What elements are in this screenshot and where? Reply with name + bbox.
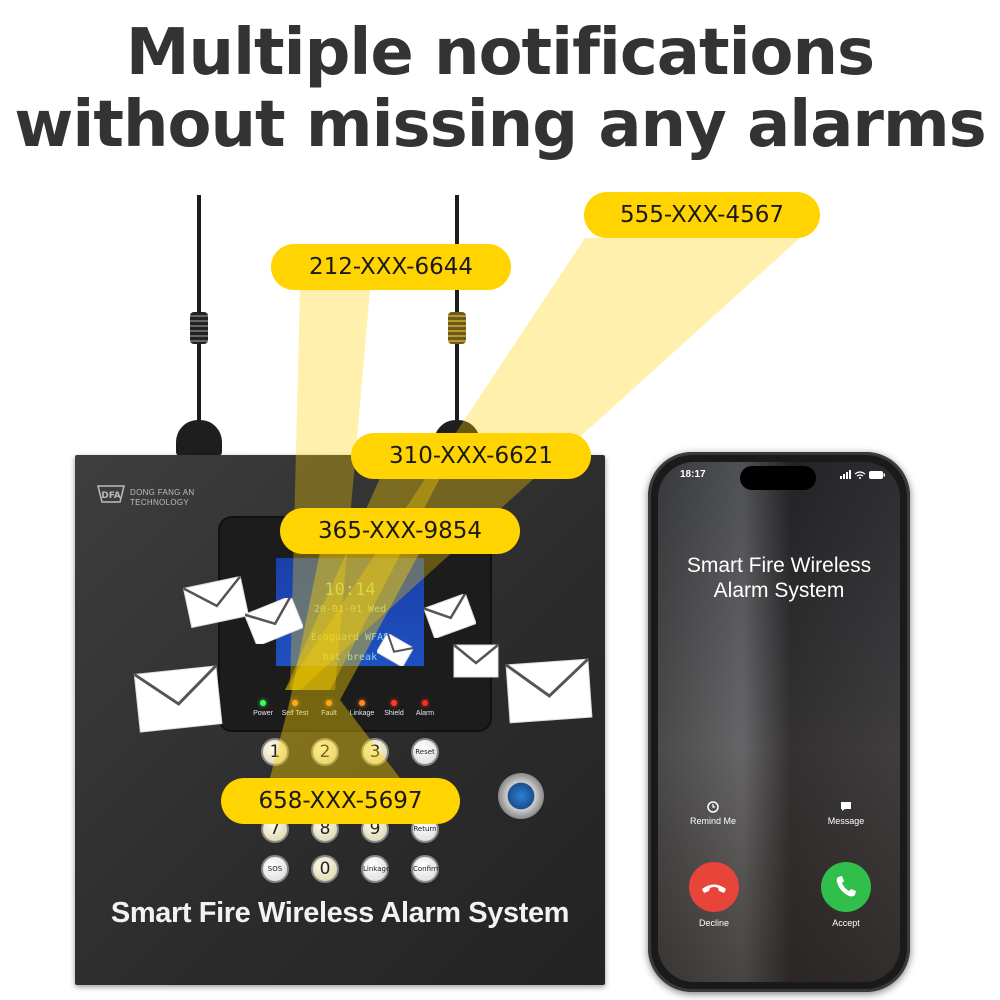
brand-logo-icon: DFA (97, 485, 125, 503)
key-3[interactable]: 3 (361, 738, 389, 766)
linkage-key[interactable]: Linkage (361, 855, 390, 883)
message-label[interactable]: Message (827, 816, 865, 826)
envelope-icon (377, 634, 413, 666)
remind-me-label[interactable]: Remind Me (689, 816, 736, 826)
key-0[interactable]: 0 (311, 855, 339, 883)
device-title: Smart Fire Wireless Alarm System (110, 897, 570, 929)
lcd-line4: bat break (322, 652, 378, 663)
reset-key[interactable]: Reset (411, 738, 439, 766)
key-lock-icon[interactable] (498, 773, 544, 819)
phone-hangup-icon (689, 862, 739, 912)
key-2[interactable]: 2 (311, 738, 339, 766)
envelope-icon (453, 644, 499, 678)
dynamic-island (740, 466, 816, 490)
confirm-key[interactable]: Confirm (411, 855, 441, 883)
led-fault: Fault (309, 700, 349, 717)
phone-accept-icon (821, 862, 871, 912)
envelope-icon (133, 664, 223, 733)
phone-clock: 18:17 (680, 469, 706, 480)
status-leds: Power Self Test Fault Linkage Shield Ala… (253, 700, 445, 724)
led-self-test: Self Test (275, 700, 315, 717)
alarm-clock-icon (707, 801, 719, 813)
headline-line-1: Multiple notifications (125, 16, 875, 90)
svg-text:DFA: DFA (101, 491, 121, 501)
caller-name: Smart Fire Wireless Alarm System (686, 554, 872, 602)
lcd-line3: Ecoguard WFAS (310, 632, 390, 643)
led-power: Power (243, 700, 283, 717)
decline-label: Decline (698, 918, 729, 928)
accept-label: Accept (832, 918, 860, 928)
led-alarm: Alarm (405, 700, 445, 717)
phone-number-pill: 365-XXX-9854 (280, 508, 520, 554)
signal-icon (840, 470, 885, 479)
brand-name: DONG FANG AN TECHNOLOGY (130, 488, 195, 507)
accept-button[interactable] (821, 862, 871, 912)
key-1[interactable]: 1 (261, 738, 289, 766)
decline-button[interactable] (689, 862, 739, 912)
lcd-time: 10:14 (324, 580, 376, 600)
envelope-icon (183, 575, 249, 629)
envelope-icon (245, 598, 303, 644)
phone-number-pill: 212-XXX-6644 (271, 244, 511, 290)
message-bubble-icon (841, 802, 851, 811)
phone-number-pill: 310-XXX-6621 (351, 433, 591, 479)
led-shield: Shield (374, 700, 414, 717)
lcd-date: 20-01-01 Wed (313, 604, 387, 615)
led-linkage: Linkage (342, 700, 382, 717)
sos-key[interactable]: SOS (261, 855, 289, 883)
envelope-icon (505, 658, 593, 724)
phone-number-pill: 555-XXX-4567 (584, 192, 820, 238)
headline-line-2: without missing any alarms (14, 88, 986, 162)
phone-number-pill: 658-XXX-5697 (221, 778, 460, 824)
envelope-icon (424, 594, 476, 638)
